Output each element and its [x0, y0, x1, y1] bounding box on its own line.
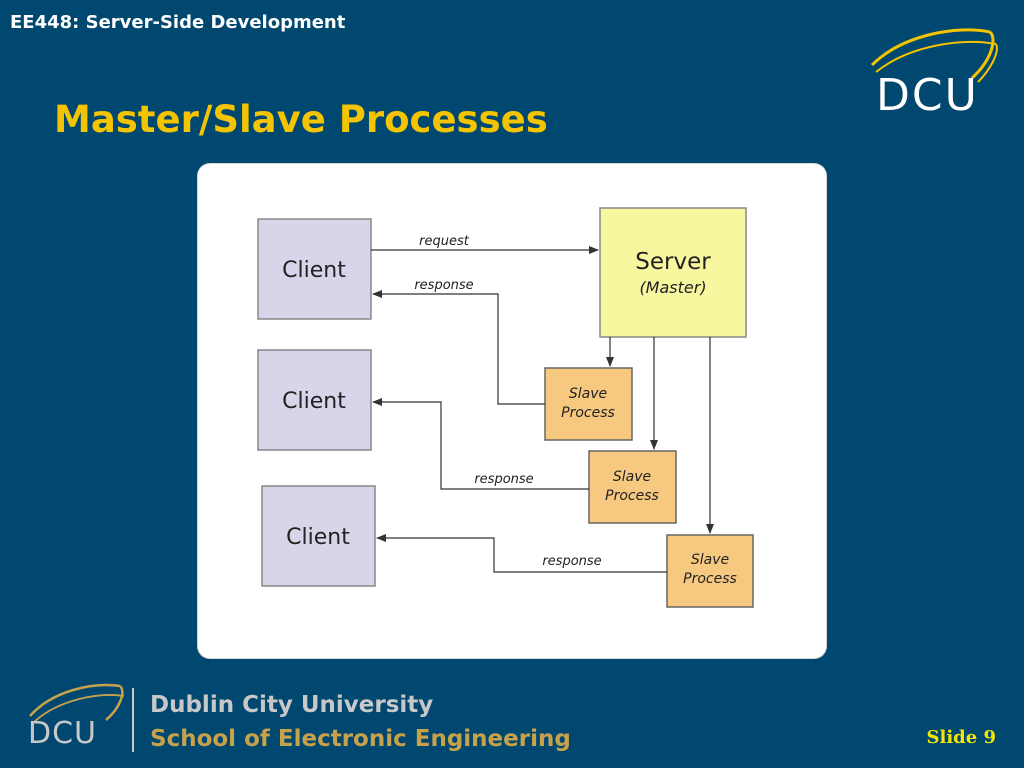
slave-line1-2: Slave [613, 469, 651, 485]
client-box-1: Client [257, 218, 372, 320]
slide-title: Master/Slave Processes [54, 98, 548, 141]
logo-swoosh-icon [870, 28, 998, 83]
master-slave-diagram: Client Client Client Server (Master) Sla… [257, 207, 754, 608]
slave-line1-3: Slave [691, 552, 729, 568]
footer-university: Dublin City University [150, 692, 434, 718]
slave-process-box-3: Slave Process [666, 534, 754, 608]
response-label-3: response [542, 554, 601, 569]
diagram-panel: Client Client Client Server (Master) Sla… [198, 164, 826, 658]
slave-line2-2: Process [605, 488, 659, 504]
client-label-1: Client [282, 258, 346, 283]
response-arrow-1 [372, 290, 545, 405]
dcu-logo-footer: DCU [22, 676, 142, 756]
slide-number: Slide 9 [926, 727, 996, 748]
client-box-3: Client [261, 485, 376, 587]
slave-line2-3: Process [683, 571, 737, 587]
course-title: EE448: Server-Side Development [10, 12, 346, 33]
footer-logo-text: DCU [28, 716, 98, 751]
server-sublabel: (Master) [639, 278, 706, 297]
footer-divider [132, 688, 134, 752]
dcu-logo-top: DCU [862, 20, 1002, 130]
server-box: Server (Master) [599, 207, 747, 338]
response-arrow-2 [372, 398, 589, 490]
response-label-1: response [414, 278, 473, 293]
slave-process-box-2: Slave Process [588, 450, 677, 524]
slave-line2-1: Process [561, 405, 615, 421]
slave-process-box-1: Slave Process [544, 367, 633, 441]
client-box-2: Client [257, 349, 372, 451]
footer-school: School of Electronic Engineering [150, 726, 571, 752]
footer-swoosh-icon [29, 683, 125, 723]
response-label-2: response [474, 472, 533, 487]
request-label: request [419, 234, 470, 249]
logo-text: DCU [876, 70, 979, 121]
slave-line1-1: Slave [569, 386, 607, 402]
server-label: Server [635, 249, 711, 275]
client-label-2: Client [282, 389, 346, 414]
response-arrow-3 [376, 534, 667, 573]
client-label-3: Client [286, 525, 350, 550]
